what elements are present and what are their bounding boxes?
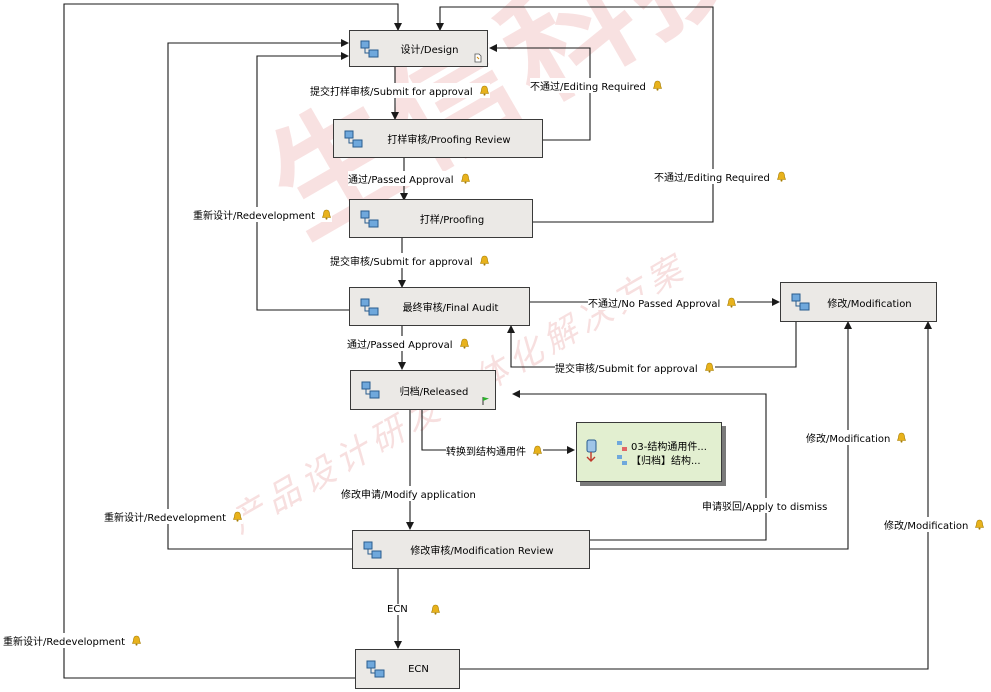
edge-label-convert-general: 转换到结构通用件 xyxy=(446,443,543,458)
node-proofing-review-label: 打样审核/Proofing Review xyxy=(387,135,511,146)
warning-icon xyxy=(727,297,737,308)
end-flag-icon xyxy=(482,397,489,405)
subprocess-icon xyxy=(586,439,597,462)
workflow-icon xyxy=(617,440,627,451)
edge-label-passed-approval-2: 通过/Passed Approval xyxy=(347,336,470,351)
edge-label-passed-approval-1: 通过/Passed Approval xyxy=(348,171,471,186)
warning-icon xyxy=(132,635,141,646)
node-modification-label: 修改/Modification xyxy=(827,298,912,310)
subprocess-line-2: 【归档】结构... xyxy=(631,456,701,467)
activity-icon xyxy=(344,130,363,147)
warning-icon xyxy=(776,171,786,182)
start-icon xyxy=(474,53,482,63)
activity-small-icon xyxy=(617,454,627,465)
activity-icon xyxy=(360,210,379,227)
warning-icon xyxy=(233,511,242,522)
node-final-audit[interactable]: 最终审核/Final Audit xyxy=(349,287,530,326)
subprocess-line-1: 03-结构通用件... xyxy=(631,442,707,453)
warning-icon xyxy=(704,362,714,373)
subprocess-node[interactable]: 03-结构通用件... 【归档】结构... xyxy=(576,422,722,482)
warning-icon xyxy=(430,604,440,615)
node-modification-review-label: 修改审核/Modification Review xyxy=(410,546,554,557)
edge-modification-review-to-released xyxy=(512,390,767,541)
activity-icon xyxy=(363,541,382,558)
edge-modification-review-to-design xyxy=(167,39,352,550)
node-design-label: 设计/Design xyxy=(400,45,459,56)
node-modification[interactable]: 修改/Modification xyxy=(780,282,937,322)
warning-icon xyxy=(479,255,489,266)
edge-label-redevelopment-1: 重新设计/Redevelopment xyxy=(193,207,332,222)
activity-icon xyxy=(360,298,379,315)
node-proofing[interactable]: 打样/Proofing xyxy=(349,199,533,238)
node-design[interactable]: 设计/Design xyxy=(349,30,488,67)
edge-label-submit-for-approval-1: 提交打样审核/Submit for approval xyxy=(310,83,490,98)
edge-label-submit-for-approval-2: 提交审核/Submit for approval xyxy=(330,253,490,268)
warning-icon xyxy=(897,432,907,443)
edge-label-no-passed-approval: 不通过/No Passed Approval xyxy=(588,295,738,310)
warning-icon xyxy=(533,445,542,456)
warning-icon xyxy=(459,338,469,349)
edge-label-editing-required-2: 不通过/Editing Required xyxy=(654,169,787,184)
node-released-label: 归档/Released xyxy=(399,386,469,398)
warning-icon xyxy=(322,209,331,220)
edge-ecn-to-design xyxy=(63,3,402,679)
activity-icon xyxy=(366,660,385,678)
node-released[interactable]: 归档/Released xyxy=(350,370,496,410)
edge-label-redevelopment-3: 重新设计/Redevelopment xyxy=(3,633,142,648)
subprocess-row-2: 【归档】结构... xyxy=(617,452,701,467)
edge-label-modification-1: 修改/Modification xyxy=(806,430,908,445)
node-modification-review[interactable]: 修改审核/Modification Review xyxy=(352,530,590,569)
node-ecn[interactable]: ECN xyxy=(355,649,460,689)
edge-label-apply-to-dismiss: 申请驳回/Apply to dismiss xyxy=(702,498,828,513)
node-final-audit-label: 最终审核/Final Audit xyxy=(402,303,499,314)
warning-icon xyxy=(975,519,985,530)
activity-icon xyxy=(791,293,810,311)
edge-proofing-to-design xyxy=(436,6,714,223)
edge-ecn-to-modification xyxy=(460,321,932,670)
warning-icon xyxy=(652,80,662,91)
edge-modification-review-to-modification xyxy=(590,321,852,550)
node-proofing-label: 打样/Proofing xyxy=(419,215,485,226)
node-ecn-label: ECN xyxy=(408,663,429,675)
warning-icon xyxy=(460,173,470,184)
edge-label-submit-for-approval-3: 提交审核/Submit for approval xyxy=(555,360,715,375)
edge-label-modification-2: 修改/Modification xyxy=(884,517,986,532)
edge-final-audit-to-design xyxy=(256,52,349,311)
warning-icon xyxy=(479,85,489,96)
activity-icon xyxy=(361,381,380,399)
activity-icon xyxy=(360,40,379,57)
edge-label-modify-application: 修改申请/Modify application xyxy=(341,486,476,501)
edge-label-editing-required-1: 不通过/Editing Required xyxy=(530,78,663,93)
edge-label-redevelopment-2: 重新设计/Redevelopment xyxy=(104,509,243,524)
node-proofing-review[interactable]: 打样审核/Proofing Review xyxy=(333,119,543,158)
edge-label-ecn: ECN xyxy=(387,604,441,615)
edge-proofing-review-to-design xyxy=(489,44,591,141)
subprocess-row-1: 03-结构通用件... xyxy=(617,438,707,453)
